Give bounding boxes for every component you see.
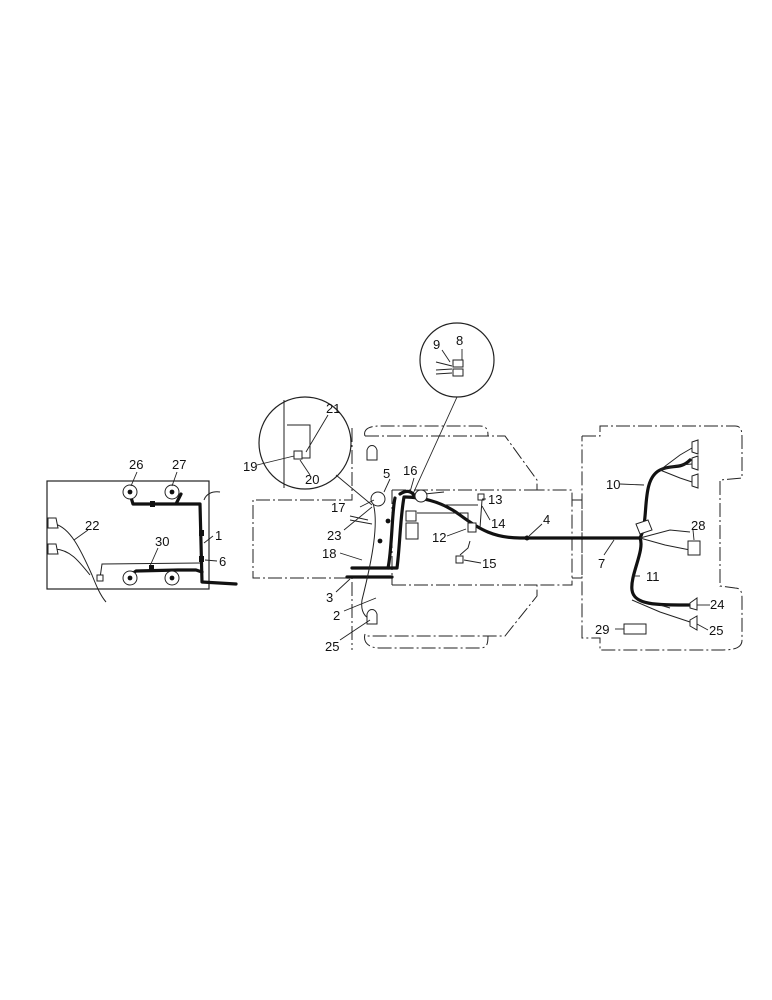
front-lamp-1	[691, 439, 699, 455]
callout-30: 30	[155, 534, 169, 549]
callout-7: 7	[598, 556, 605, 571]
detail-view-fuse: 21 19 20	[243, 396, 373, 506]
callout-27: 27	[172, 457, 186, 472]
callout-9: 9	[433, 337, 440, 352]
rear-lamp-25	[366, 609, 378, 625]
front-lamp-25	[689, 615, 698, 631]
callout-16: 16	[403, 463, 417, 478]
connector-8	[452, 368, 464, 377]
callout-21: 21	[326, 401, 340, 416]
component-15	[455, 555, 464, 564]
callout-2: 2	[333, 608, 340, 623]
callout-15: 15	[482, 556, 496, 571]
callout-4: 4	[543, 512, 550, 527]
component-12	[467, 522, 477, 533]
callout-19: 19	[243, 459, 257, 474]
callout-26: 26	[129, 457, 143, 472]
callout-5: 5	[383, 466, 390, 481]
callout-25-rear: 25	[325, 639, 339, 654]
detail-view-connector: 9 8	[411, 322, 495, 497]
detail-circle-left	[258, 396, 352, 490]
switch-block	[405, 510, 417, 522]
callout-6: 6	[219, 554, 226, 569]
callout-29: 29	[595, 622, 609, 637]
callout-17: 17	[331, 500, 345, 515]
callout-28: 28	[691, 518, 705, 533]
rear-lamp-upper	[366, 445, 378, 461]
callout-3: 3	[326, 590, 333, 605]
component-28	[687, 540, 701, 556]
front-harness-11	[630, 536, 692, 607]
callout-18: 18	[322, 546, 336, 561]
callout-13: 13	[488, 492, 502, 507]
fuse-20	[293, 450, 303, 460]
relay-block	[405, 522, 419, 540]
front-harness-10	[638, 458, 692, 540]
component-16	[414, 489, 428, 503]
callout-10: 10	[606, 477, 620, 492]
rear-panel-view: 26 27 22 30 1 6	[46, 457, 238, 603]
connector-22	[96, 574, 104, 582]
callout-20: 20	[305, 472, 319, 487]
front-junction	[635, 519, 653, 535]
callout-12: 12	[432, 530, 446, 545]
callout-22: 22	[85, 518, 99, 533]
rear-panel-frame	[46, 480, 210, 590]
callout-25-front: 25	[709, 623, 723, 638]
connector-9	[452, 359, 464, 368]
callout-8: 8	[456, 333, 463, 348]
component-13	[477, 493, 485, 501]
component-29	[623, 623, 647, 635]
callout-24: 24	[710, 597, 724, 612]
harness-loom	[350, 495, 406, 570]
side-lamp-upper	[47, 517, 59, 529]
front-lamp-3	[691, 473, 699, 489]
callout-14: 14	[491, 516, 505, 531]
component-5	[370, 491, 386, 507]
callout-1: 1	[215, 528, 222, 543]
fuse-box	[287, 424, 311, 459]
callout-11: 11	[646, 569, 660, 584]
front-lamp-24	[689, 597, 698, 611]
tractor-plan-view: 16 5 17 23 18 3 2 25 13 14 12 15 4 7 10 …	[252, 425, 743, 654]
side-lamp-lower	[47, 543, 59, 555]
callout-23: 23	[327, 528, 341, 543]
front-lamp-2	[691, 455, 699, 471]
